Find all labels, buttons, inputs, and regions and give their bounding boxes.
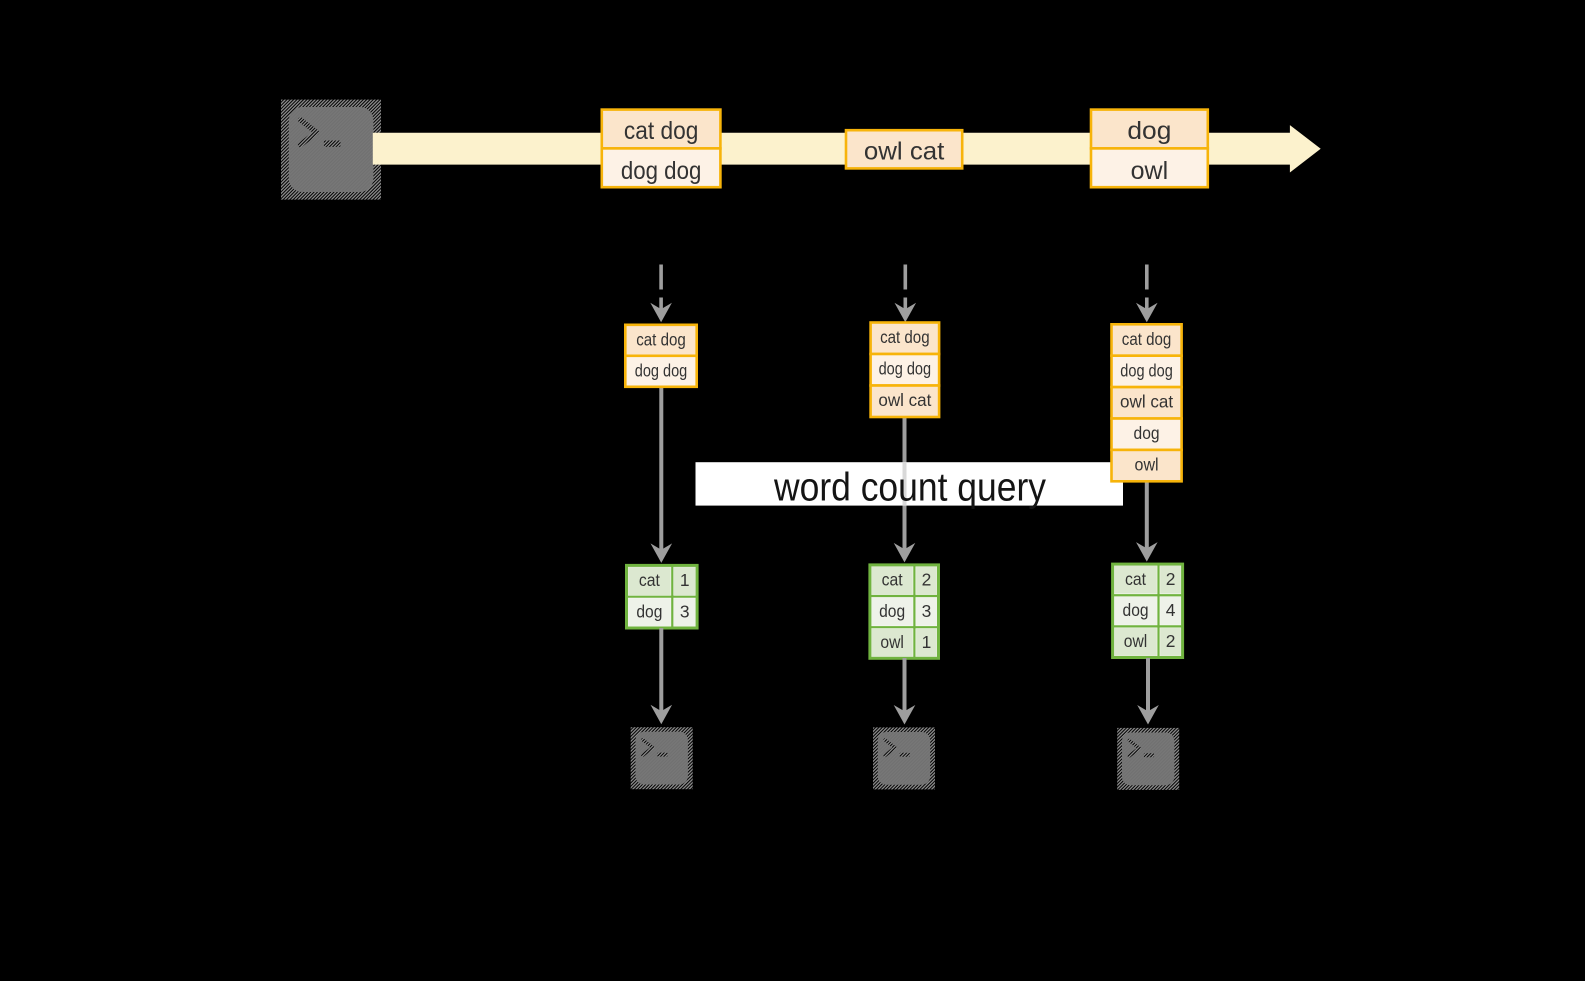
svg-text:4: 4 [1166, 600, 1176, 620]
svg-text:dog dog: dog dog [635, 360, 688, 380]
svg-text:2: 2 [1166, 631, 1176, 651]
svg-text:dog: dog [879, 601, 905, 621]
svg-text:dog dog: dog dog [879, 359, 932, 379]
svg-text:2: 2 [1166, 569, 1176, 589]
svg-text:owl cat: owl cat [878, 390, 931, 410]
svg-text:owl cat: owl cat [1120, 392, 1173, 412]
svg-text:1: 1 [680, 570, 690, 590]
svg-text:dog: dog [636, 602, 662, 622]
svg-text:cat: cat [882, 570, 903, 590]
svg-text:cat: cat [639, 570, 660, 590]
svg-text:dog dog: dog dog [621, 157, 702, 185]
svg-text:dog: dog [1127, 117, 1171, 145]
svg-text:cat dog: cat dog [624, 117, 699, 145]
svg-text:owl: owl [880, 632, 904, 652]
svg-text:cat dog: cat dog [636, 329, 686, 349]
svg-text:3: 3 [680, 602, 690, 622]
svg-text:3: 3 [922, 601, 932, 621]
svg-text:1: 1 [922, 632, 932, 652]
svg-text:2: 2 [922, 570, 932, 590]
svg-text:word count query: word count query [773, 466, 1046, 510]
svg-text:dog: dog [1134, 423, 1160, 443]
svg-text:cat: cat [1125, 569, 1146, 589]
svg-text:dog: dog [1123, 600, 1149, 620]
svg-text:owl: owl [1135, 455, 1159, 475]
svg-text:owl cat: owl cat [864, 138, 945, 166]
svg-text:dog dog: dog dog [1120, 360, 1173, 380]
svg-text:owl: owl [1131, 157, 1169, 185]
svg-text:cat dog: cat dog [880, 327, 930, 347]
svg-text:cat dog: cat dog [1122, 329, 1172, 349]
svg-text:owl: owl [1124, 631, 1148, 651]
